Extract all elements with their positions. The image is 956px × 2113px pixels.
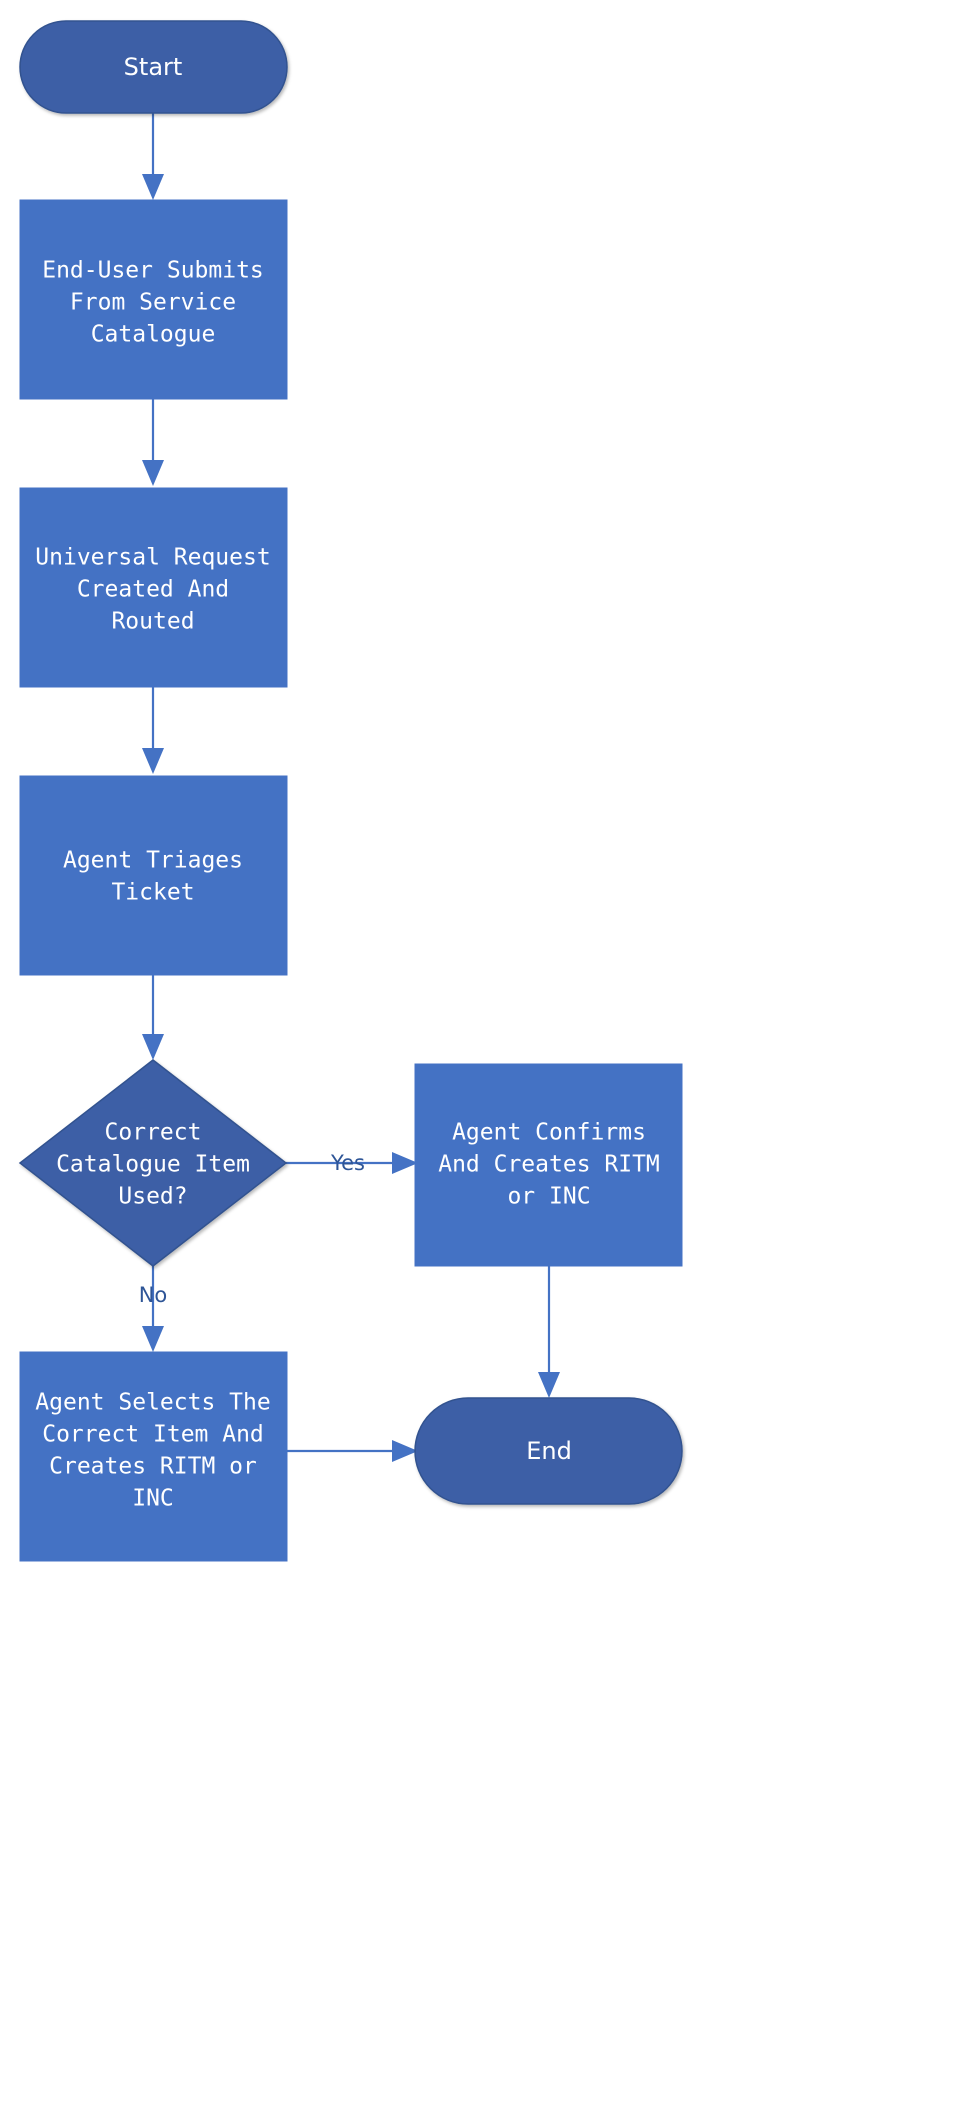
edge-triage-to-decision <box>142 975 164 1060</box>
confirm-label-line-2: And Creates RITM <box>438 1152 660 1178</box>
node-end[interactable]: End <box>414 1397 683 1505</box>
start-shape <box>19 20 288 114</box>
end-label: End <box>526 1437 572 1465</box>
node-triage[interactable]: Agent Triages Ticket <box>19 775 288 976</box>
triage-label-line-1: Agent Triages <box>63 848 243 874</box>
end-shape <box>414 1397 683 1505</box>
node-confirm[interactable]: Agent Confirms And Creates RITM or INC <box>414 1063 683 1267</box>
decision-shape <box>18 1059 288 1267</box>
decision-label-line-2: Catalogue Item <box>56 1152 250 1178</box>
decision-label-line-1: Correct <box>105 1120 202 1146</box>
node-request[interactable]: Universal Request Created And Routed <box>19 487 288 688</box>
select-label-line-2: Correct Item And <box>42 1422 264 1448</box>
select-label-line-3: Creates RITM or <box>49 1454 257 1480</box>
triage-shape <box>19 775 288 976</box>
triage-label-line-2: Ticket <box>111 880 194 906</box>
edge-select-to-end <box>287 1440 418 1462</box>
select-shape <box>19 1351 288 1562</box>
edge-confirm-to-end <box>538 1266 560 1398</box>
decision-label-line-3: Used? <box>118 1184 187 1210</box>
submit-label-line-3: Catalogue <box>91 322 216 348</box>
submit-label-line-2: From Service <box>70 290 236 316</box>
start-label: Start <box>124 53 183 81</box>
select-label-line-4: INC <box>132 1486 174 1512</box>
edge-start-to-submit <box>142 113 164 200</box>
edge-decision-to-confirm <box>286 1152 418 1174</box>
node-submit[interactable]: End-User Submits From Service Catalogue <box>19 199 288 400</box>
confirm-label-line-3: or INC <box>507 1184 590 1210</box>
confirm-label-line-1: Agent Confirms <box>452 1120 646 1146</box>
node-decision[interactable]: Correct Catalogue Item Used? <box>18 1059 288 1267</box>
request-label-line-2: Created And <box>77 577 229 603</box>
node-select[interactable]: Agent Selects The Correct Item And Creat… <box>19 1351 288 1562</box>
submit-label-line-1: End-User Submits <box>42 258 264 284</box>
edge-submit-to-request <box>142 399 164 486</box>
edge-label-yes: Yes <box>330 1151 365 1175</box>
request-shape <box>19 487 288 688</box>
edge-request-to-triage <box>142 687 164 774</box>
select-label-line-1: Agent Selects The <box>35 1390 270 1416</box>
submit-shape <box>19 199 288 400</box>
edge-label-no: No <box>139 1283 168 1307</box>
edge-decision-to-select <box>142 1266 164 1352</box>
node-start[interactable]: Start <box>19 20 288 114</box>
request-label-line-3: Routed <box>111 609 194 635</box>
request-label-line-1: Universal Request <box>35 545 270 571</box>
confirm-shape <box>414 1063 683 1267</box>
